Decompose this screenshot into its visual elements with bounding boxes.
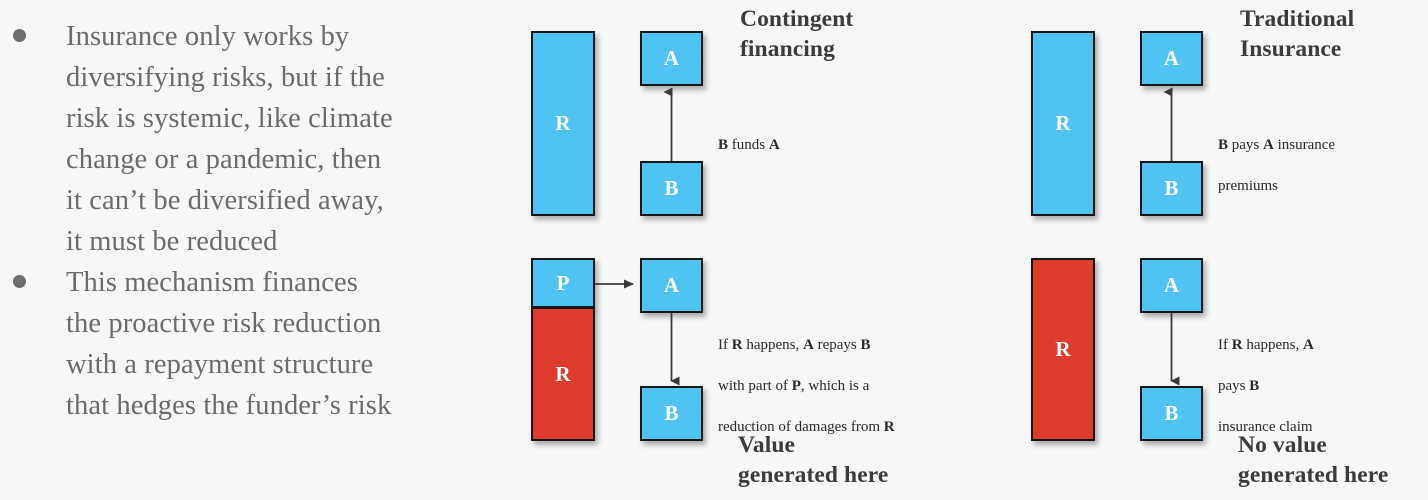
- bullet-dot-icon: [13, 29, 26, 42]
- bullet-text: Insurance only works by diversifying ris…: [66, 21, 393, 257]
- node-B: B: [1140, 161, 1203, 216]
- value-callout: No value generated here: [1238, 432, 1389, 488]
- bullet-list: Insurance only works by diversifying ris…: [0, 0, 500, 500]
- panel-traditional-insurance: Traditional Insurance R A B R A B B pays…: [1000, 0, 1428, 500]
- list-item: Insurance only works by diversifying ris…: [10, 16, 490, 262]
- bar-risk-R: R: [1031, 258, 1095, 441]
- bar-risk-R: R: [1031, 31, 1095, 216]
- bullet-dot-icon: [13, 275, 26, 288]
- bar-risk-R: R: [531, 307, 595, 441]
- node-A: A: [640, 258, 703, 313]
- node-B: B: [640, 161, 703, 216]
- annotation-premiums: B pays A insurance premiums: [1218, 136, 1336, 194]
- value-callout: Value generated here: [738, 432, 889, 488]
- list-item: This mechanism finances the proactive ri…: [10, 262, 490, 426]
- page-title: Traditional Insurance: [1240, 6, 1355, 62]
- annotation-claim: If R happens, A pays B insurance claim: [1218, 336, 1314, 435]
- annotation-repayment: If R happens, A repays B with part of P,…: [718, 336, 895, 435]
- node-A: A: [1140, 31, 1203, 86]
- page-title: Contingent financing: [740, 6, 854, 62]
- node-B: B: [640, 386, 703, 441]
- bar-risk-R: R: [531, 31, 595, 216]
- node-B: B: [1140, 386, 1203, 441]
- annotation-funds: B funds A: [718, 136, 780, 153]
- bullet-text: This mechanism finances the proactive ri…: [66, 267, 392, 421]
- panel-contingent-financing: Contingent financing R A B P R A B: [500, 0, 964, 500]
- node-A: A: [1140, 258, 1203, 313]
- bar-prevention-P: P: [531, 258, 595, 308]
- node-A: A: [640, 31, 703, 86]
